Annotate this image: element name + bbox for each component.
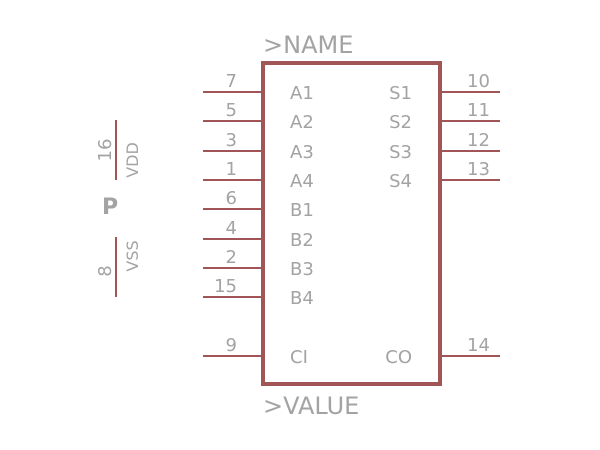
pin-b1-number: 6 <box>226 188 237 209</box>
pin-b2-number: 4 <box>226 218 237 239</box>
pin-b4-number: 15 <box>214 276 237 297</box>
pin-b3-name: B3 <box>290 259 314 280</box>
power-pin-vdd-name: VDD <box>123 142 142 178</box>
pin-s2-name: S2 <box>389 112 412 133</box>
part-value-placeholder: >VALUE <box>263 392 359 420</box>
pin-s3-name: S3 <box>389 142 412 163</box>
pin-a1-number: 7 <box>226 71 237 92</box>
pin-b1-name: B1 <box>290 200 314 221</box>
pin-a4-name: A4 <box>290 171 314 192</box>
pin-s4-number: 13 <box>467 159 490 180</box>
pin-b2-name: B2 <box>290 230 314 251</box>
pin-s1-number: 10 <box>467 71 490 92</box>
power-pin-group: 16 VDD P 8 VSS <box>95 120 142 297</box>
pin-a2-number: 5 <box>226 100 237 121</box>
pin-a4-number: 1 <box>226 159 237 180</box>
pin-ci-name: CI <box>290 347 308 368</box>
pin-s4-name: S4 <box>389 171 412 192</box>
power-pin-vdd-number: 16 <box>95 139 116 162</box>
pin-a3-number: 3 <box>226 130 237 151</box>
ic-body <box>261 61 442 386</box>
power-label: P <box>102 195 118 220</box>
power-pin-vss-name: VSS <box>123 240 142 271</box>
part-name-placeholder: >NAME <box>263 31 353 59</box>
pin-s3-number: 12 <box>467 130 490 151</box>
pin-b3-number: 2 <box>226 247 237 268</box>
pin-a2-name: A2 <box>290 112 314 133</box>
power-pin-vss-number: 8 <box>95 265 116 276</box>
pin-a1-name: A1 <box>290 83 314 104</box>
pin-s1-name: S1 <box>389 83 412 104</box>
pin-ci-number: 9 <box>226 335 237 356</box>
pin-co-name: CO <box>385 347 412 368</box>
pin-s2-number: 11 <box>467 100 490 121</box>
pin-a3-name: A3 <box>290 142 314 163</box>
pin-b4-name: B4 <box>290 288 314 309</box>
pin-co-number: 14 <box>467 335 490 356</box>
